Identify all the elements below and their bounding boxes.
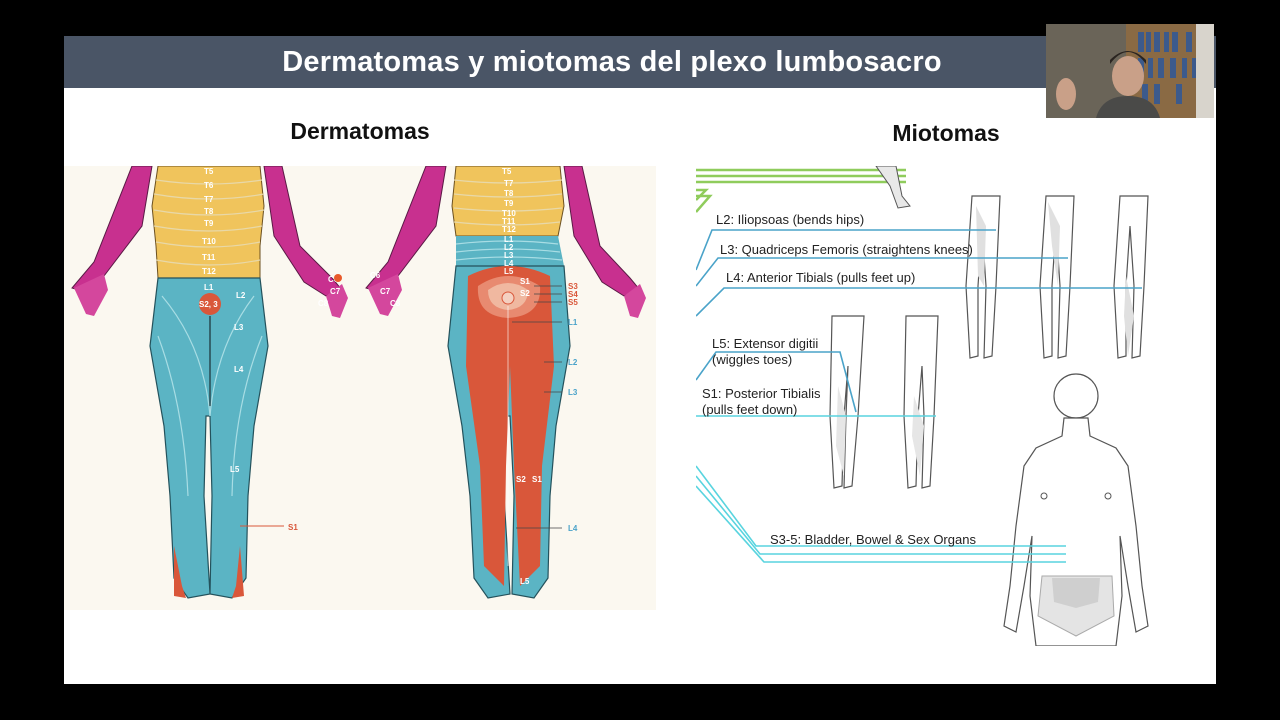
front-label-t6: T6 — [204, 181, 214, 190]
myotome-label-s1-desc: (pulls feet down) — [702, 402, 797, 417]
dermatome-illustration: T5 T6 T7 T8 T9 T10 T11 T12 L1 S2, 3 L2 L… — [64, 166, 656, 610]
front-label-t5: T5 — [204, 167, 214, 176]
myotome-label-l3: L3: Quadriceps Femoris (straightens knee… — [720, 242, 973, 257]
back-label-l3: L3 — [504, 251, 514, 260]
back-side-label-l1: L1 — [568, 318, 578, 327]
back-label-l5: L5 — [504, 267, 514, 276]
back-label-s1: S1 — [520, 277, 530, 286]
myotome-label-l5: L5: Extensor digitii — [712, 336, 818, 351]
back-label-c8: C8 — [390, 299, 401, 308]
person-video-icon — [1046, 24, 1214, 118]
back-side-label-l4: L4 — [568, 524, 578, 533]
title-bar — [64, 36, 1216, 88]
back-side-label-l2: L2 — [568, 358, 578, 367]
back-label-s3: S3 — [568, 282, 578, 291]
myotome-label-s1: S1: Posterior Tibialis — [702, 386, 821, 401]
back-body-figure — [365, 166, 646, 599]
myotome-label-l5-desc: (wiggles toes) — [712, 352, 792, 367]
back-label-s4: S4 — [568, 290, 578, 299]
front-body-figure — [71, 166, 348, 599]
back-label-t8: T8 — [504, 189, 514, 198]
back-label-t9: T9 — [504, 199, 514, 208]
myotome-label-l2: L2: Iliopsoas (bends hips) — [716, 212, 864, 227]
front-label-t11: T11 — [202, 253, 216, 262]
front-label-c6: C6 — [328, 275, 339, 284]
myotome-label-s35: S3-5: Bladder, Bowel & Sex Organs — [770, 532, 976, 547]
front-label-l4: L4 — [234, 365, 244, 374]
front-label-l3: L3 — [234, 323, 244, 332]
myotome-illustration: L2: Iliopsoas (bends hips) L3: Quadricep… — [696, 166, 1149, 646]
myotome-guide-lines — [696, 229, 1142, 413]
front-label-s1: S1 — [288, 523, 298, 532]
back-label-c6: C6 — [370, 271, 381, 280]
front-label-t9: T9 — [204, 219, 214, 228]
front-label-t7: T7 — [204, 195, 214, 204]
back-label-t7: T7 — [504, 179, 514, 188]
front-label-c7: C7 — [330, 287, 341, 296]
dermatomes-heading: Dermatomas — [290, 118, 430, 144]
back-label-s2-leg: S2 — [516, 475, 526, 484]
front-label-c8: C8 — [318, 299, 329, 308]
green-guide-lines — [696, 168, 906, 213]
back-label-l5-leg: L5 — [520, 577, 530, 586]
back-label-s5: S5 — [568, 298, 578, 307]
back-label-l4: L4 — [504, 259, 514, 268]
back-side-label-l3: L3 — [568, 388, 578, 397]
back-label-t10: T10 — [502, 209, 516, 218]
front-label-l2: L2 — [236, 291, 246, 300]
back-label-t11: T11 — [502, 217, 516, 226]
myotomes-heading: Miotomas — [892, 120, 1000, 146]
front-label-t10: T10 — [202, 237, 216, 246]
slide: Dermatomas y miotomas del plexo lumbosac… — [64, 36, 1216, 684]
back-label-l1: L1 — [504, 235, 514, 244]
myotome-label-l4: L4: Anterior Tibials (pulls feet up) — [726, 270, 915, 285]
front-label-t8: T8 — [204, 207, 214, 216]
back-label-t5: T5 — [502, 167, 512, 176]
back-label-l2: L2 — [504, 243, 514, 252]
webcam-overlay — [1046, 24, 1214, 118]
back-label-c7: C7 — [380, 287, 391, 296]
back-label-s1-leg: S1 — [532, 475, 542, 484]
back-label-s2: S2 — [520, 289, 530, 298]
front-label-s23: S2, 3 — [199, 300, 218, 309]
cursor-indicator — [334, 274, 342, 282]
front-label-l1: L1 — [204, 283, 214, 292]
front-label-t12: T12 — [202, 267, 216, 276]
slide-title: Dermatomas y miotomas del plexo lumbosac… — [282, 46, 942, 78]
front-label-l5: L5 — [230, 465, 240, 474]
back-label-t12: T12 — [502, 225, 516, 234]
